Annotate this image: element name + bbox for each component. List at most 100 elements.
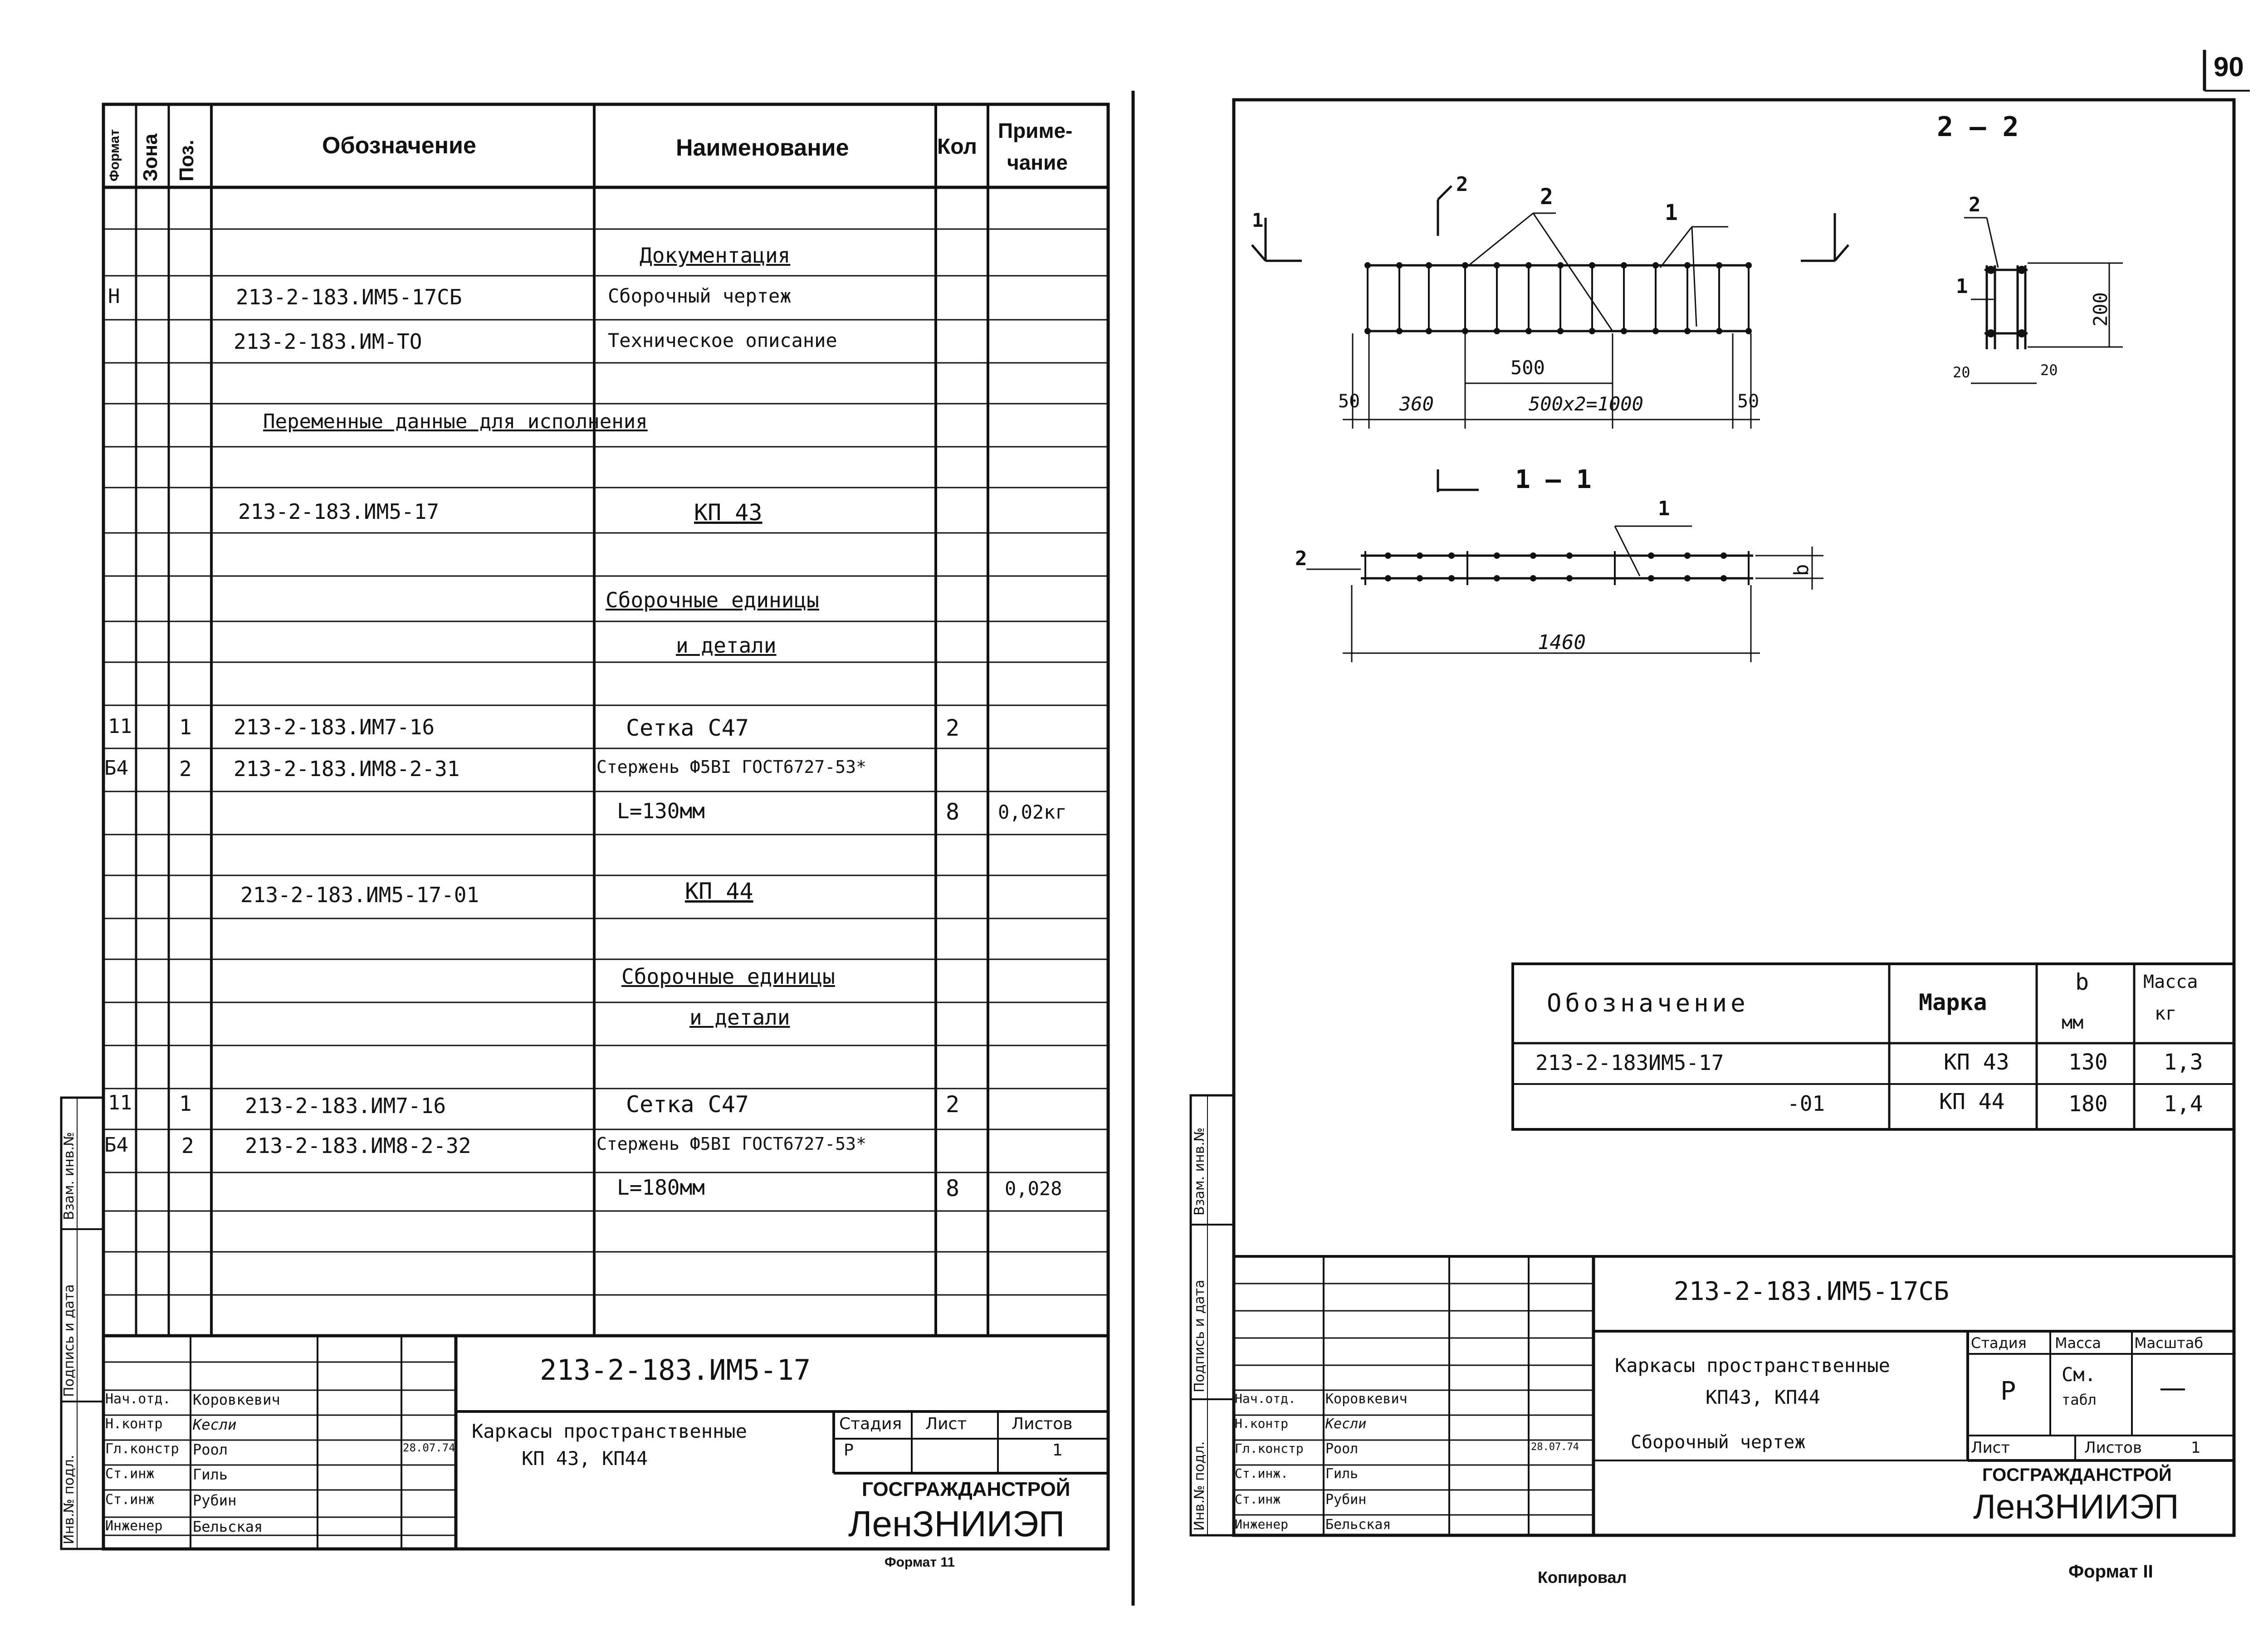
stamp-sheets-value: 1 — [1052, 1441, 1063, 1460]
stamp-role: Гл.констр — [1235, 1441, 1304, 1456]
stamp-person: Роол — [1325, 1441, 1359, 1457]
row-name: КП 43 — [694, 499, 763, 526]
row-qty: 2 — [946, 1091, 960, 1118]
stamp-org: ГОСГРАЖДАНСТРОЙ — [1982, 1465, 2172, 1485]
stamp-sheet-label: Лист — [1971, 1439, 2010, 1457]
stamp-role: Нач.отд. — [1235, 1391, 1296, 1406]
section-2-2-title: 2 — 2 — [1937, 111, 2019, 143]
plan-callout-1: 1 — [1658, 497, 1670, 520]
stamp-person: Гиль — [1325, 1466, 1359, 1482]
row-variable-data: Переменные данные для исполнения — [263, 410, 648, 433]
header-designation: Обозначение — [322, 132, 476, 159]
row-name: Стержень Ф5ВI ГОСТ6727-53* — [596, 1134, 866, 1154]
dim-1460: 1460 — [1538, 631, 1586, 654]
stamp-institute: ЛенЗНИИЭП — [1973, 1488, 2179, 1526]
stamp-role: Ст.инж. — [1235, 1466, 1289, 1481]
stamp-role: Гл.констр — [105, 1441, 179, 1457]
stamp-role: Инженер — [1235, 1517, 1289, 1532]
stamp-stage-label: Стадия — [1971, 1334, 2027, 1352]
stamp-role: Н.контр — [1235, 1416, 1289, 1431]
stamp-subtitle: КП43, КП44 — [1706, 1386, 1820, 1408]
stamp-code: 213-2-183.ИМ5-17СБ — [1674, 1277, 1949, 1306]
stamp-org: ГОСГРАЖДАНСТРОЙ — [862, 1478, 1070, 1500]
page-number: 90 — [2214, 52, 2244, 82]
row-fmt: Б4 — [104, 1133, 128, 1157]
stamp-stage: Р — [844, 1441, 854, 1460]
cut-mark-1: 1 — [1252, 209, 1264, 231]
stamp-mass-ref-table: табл — [2062, 1391, 2097, 1408]
detail-callout-1: 1 — [1956, 275, 1968, 298]
stamp-stage-label: Стадия — [839, 1415, 902, 1433]
detail-callout-2: 2 — [1969, 193, 1981, 216]
stamp-date: 28.07.74 — [403, 1441, 455, 1454]
stamp-sheets-label: Листов — [2084, 1439, 2142, 1457]
row-qty: 8 — [946, 1175, 960, 1201]
stamp-person: Коровкевич — [1325, 1391, 1408, 1407]
stamp-person: Роол — [193, 1441, 228, 1458]
callout-2: 2 — [1540, 184, 1553, 210]
side-label-replacement: Взам. инв.№ — [61, 1132, 77, 1220]
row-pos: 2 — [181, 1133, 194, 1158]
side-label-inventory: Инв.№ подл. — [61, 1455, 77, 1544]
row-name: Стержень Ф5ВI ГОСТ6727-53* — [596, 757, 866, 777]
table-cell-mark: КП 43 — [1944, 1050, 2009, 1075]
table-cell-designation: 213-2-183ИМ5-17 — [1535, 1050, 1724, 1075]
row-name: Сборочный чертеж — [608, 285, 792, 307]
stamp-scale: — — [2159, 1372, 2186, 1404]
section-1-1-title: 1 — 1 — [1515, 465, 1592, 494]
dim-20-left: 20 — [1953, 364, 1970, 381]
row-designation: 213-2-183.ИМ5-17-01 — [240, 883, 479, 907]
row-qty: 8 — [946, 799, 960, 825]
stamp-date: 28.07.74 — [1531, 1441, 1579, 1453]
stamp-mass-label: Масса — [2055, 1334, 2102, 1352]
stamp-title: Каркасы пространственные — [1615, 1354, 1890, 1377]
stamp-person: Гиль — [193, 1466, 228, 1483]
header-name: Наименование — [676, 135, 849, 161]
table-cell-mark: КП 44 — [1939, 1089, 2005, 1114]
row-documentation: Документация — [640, 243, 791, 268]
row-name: L=180мм — [617, 1175, 705, 1200]
format-label: Формат II — [2068, 1562, 2153, 1582]
row-name: Техническое описание — [608, 329, 837, 352]
stamp-stage: Р — [2000, 1377, 2016, 1406]
side-label-inventory: Инв.№ подл. — [1192, 1441, 1207, 1531]
row-name: Сборочные единицы — [606, 588, 819, 612]
stamp-role: Ст.инж — [105, 1466, 155, 1482]
stamp-person: Коровкевич — [193, 1391, 280, 1408]
stamp-scale-label: Масштаб — [2134, 1334, 2204, 1352]
row-name: и детали — [689, 1005, 790, 1030]
stamp-role: Ст.инж — [105, 1492, 155, 1508]
row-fmt: 11 — [108, 715, 132, 738]
row-designation: 213-2-183.ИМ7-16 — [234, 715, 435, 739]
row-designation: 213-2-183.ИМ5-17СБ — [236, 285, 462, 309]
stamp-role: Ст.инж — [1235, 1492, 1281, 1507]
row-fmt: Б4 — [104, 757, 128, 780]
row-name: и детали — [676, 633, 777, 658]
plan-callout-2: 2 — [1295, 547, 1307, 570]
table-cell-designation: -01 — [1787, 1091, 1825, 1116]
stamp-role: Нач.отд. — [105, 1391, 171, 1407]
row-note: 0,02кг — [998, 801, 1067, 823]
row-name: КП 44 — [685, 878, 753, 904]
table-head-b: b — [2075, 969, 2089, 995]
dim-20-right: 20 — [2040, 361, 2058, 379]
row-fmt: Н — [108, 285, 120, 308]
table-head-mass-unit: кг — [2155, 1003, 2177, 1024]
table-head-mass: Масса — [2143, 972, 2198, 992]
row-pos: 2 — [179, 757, 192, 781]
row-designation: 213-2-183.ИМ5-17 — [238, 499, 440, 524]
stamp-role: Н.контр — [105, 1416, 163, 1432]
row-note: 0,028 — [1005, 1177, 1062, 1200]
row-designation: 213-2-183.ИМ7-16 — [245, 1094, 446, 1118]
stamp-person: Бельская — [1325, 1517, 1391, 1533]
header-pos: Поз. — [176, 139, 198, 181]
dim-50-right: 50 — [1737, 391, 1760, 412]
dim-360: 360 — [1399, 393, 1434, 415]
dim-b: b — [1790, 564, 1813, 576]
row-pos: 1 — [179, 715, 192, 739]
stamp-sheets-label: Листов — [1012, 1415, 1073, 1433]
stamp-role: Инженер — [105, 1518, 163, 1534]
row-fmt: 11 — [108, 1091, 132, 1114]
stamp-person: Бельская — [193, 1518, 263, 1535]
